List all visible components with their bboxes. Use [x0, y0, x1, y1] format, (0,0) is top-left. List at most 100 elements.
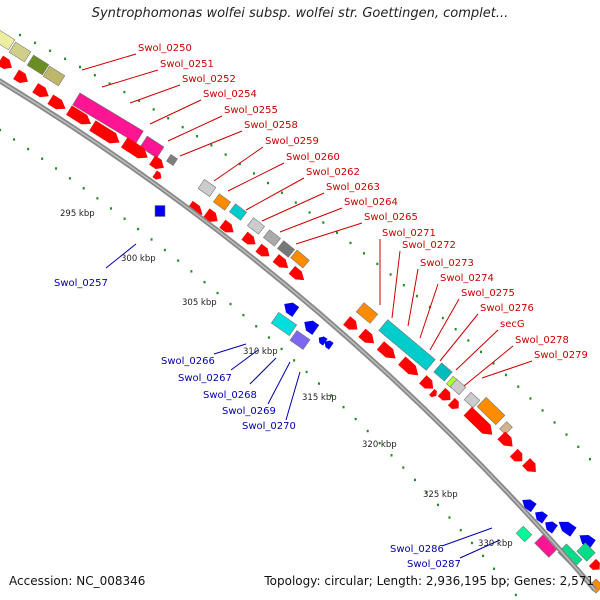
tick-dot	[553, 421, 556, 424]
cds-arrow-forward	[219, 219, 234, 233]
cds-arrow-forward	[120, 137, 148, 159]
tick-dot	[517, 385, 520, 388]
leader-forward	[227, 162, 285, 192]
gene-label-forward[interactable]: secG	[500, 319, 525, 330]
tick-dot	[224, 153, 227, 156]
cds-block-reverse	[515, 525, 533, 543]
gene-label-forward[interactable]: Swol_0265	[364, 212, 418, 223]
tick-dot	[482, 554, 485, 558]
scale-label: 300 kbp	[121, 254, 156, 264]
gene-label-forward[interactable]: Swol_0251	[160, 59, 214, 70]
cds-arrow-forward	[429, 389, 437, 398]
cds-arrow-forward	[32, 83, 49, 98]
gene-label-forward[interactable]: Swol_0260	[286, 152, 340, 163]
gene-label-reverse[interactable]: Swol_0267	[178, 373, 232, 384]
leader-forward	[439, 313, 479, 362]
gene-label-forward[interactable]: Swol_0276	[480, 303, 534, 314]
gene-label-forward[interactable]: Swol_0263	[326, 182, 380, 193]
gene-label-reverse[interactable]: Swol_0270	[242, 421, 296, 432]
cds-arrow-reverse	[558, 521, 577, 537]
leader-reverse	[441, 527, 493, 547]
tick-dot	[514, 593, 517, 597]
cds-block	[378, 319, 436, 371]
tick-dot	[181, 125, 184, 129]
leader-forward	[149, 99, 202, 125]
tick-dot	[467, 339, 470, 342]
gene-label-reverse[interactable]: Swol_0266	[161, 356, 215, 367]
map-title: Syntrophomonas wolfei subsp. wolfei str.…	[91, 6, 509, 21]
gene-label-reverse[interactable]: Swol_0257	[54, 278, 108, 289]
leader-forward	[129, 84, 181, 104]
tick-dot	[541, 409, 544, 412]
tick-dot	[318, 382, 321, 385]
tick-dot	[55, 167, 58, 170]
tick-dot	[349, 241, 352, 245]
cds-arrow-forward	[437, 387, 451, 401]
gene-label-reverse[interactable]: Swol_0286	[390, 544, 444, 555]
tick-dot	[34, 41, 37, 45]
leader-forward	[429, 298, 460, 351]
tick-dot	[210, 144, 213, 147]
gene-label-forward[interactable]: Swol_0252	[182, 74, 236, 85]
tick-dot	[437, 503, 440, 507]
tick-dot	[402, 283, 405, 287]
gene-label-forward[interactable]: Swol_0278	[515, 335, 569, 346]
tick-dot	[504, 580, 507, 584]
gene-label-forward[interactable]: Swol_0254	[203, 89, 257, 100]
tick-dot	[137, 227, 140, 231]
gene-label-forward[interactable]: Swol_0279	[534, 350, 588, 361]
gene-label-reverse[interactable]: Swol_0269	[222, 406, 276, 417]
tick-dot	[529, 397, 532, 400]
cds-block	[246, 217, 266, 235]
leader-forward	[213, 146, 264, 182]
cds-arrow-forward	[509, 448, 523, 462]
tick-dot	[163, 248, 166, 252]
cds-block-reverse	[289, 330, 311, 350]
cds-arrow-forward	[398, 356, 419, 376]
gene-label-forward[interactable]: Swol_0262	[306, 167, 360, 178]
cds-block	[355, 302, 379, 324]
gene-label-forward[interactable]: Swol_0264	[344, 197, 398, 208]
cds-block	[166, 154, 178, 166]
gene-label-forward[interactable]: Swol_0259	[265, 136, 319, 147]
tick-dot	[68, 177, 71, 180]
gene-label-forward[interactable]: Swol_0271	[382, 228, 436, 239]
gene-label-reverse[interactable]: Swol_0287	[407, 559, 461, 570]
gene-label-forward[interactable]: Swol_0275	[461, 288, 515, 299]
cds-arrow-reverse	[545, 521, 558, 534]
cds-arrow-forward	[343, 316, 358, 330]
cds-arrow-forward	[358, 328, 375, 344]
tick-dot	[216, 291, 219, 295]
gene-label-forward[interactable]: Swol_0272	[402, 240, 456, 251]
tick-dot	[64, 57, 67, 61]
gene-label-reverse[interactable]: Swol_0268	[203, 390, 257, 401]
gene-label-forward[interactable]: Swol_0250	[138, 43, 192, 54]
cds-block	[26, 54, 50, 76]
tick-dot	[454, 327, 457, 331]
leader-reverse	[213, 343, 247, 355]
cds-arrow-reverse	[579, 535, 596, 550]
gene-labels[interactable]: Swol_0250Swol_0251Swol_0252Swol_0254Swol…	[54, 43, 588, 570]
cds-arrow-forward	[497, 431, 513, 447]
gene-label-forward[interactable]: Swol_0258	[244, 120, 298, 131]
cds-arrow-forward	[47, 94, 66, 110]
tick-dot	[79, 65, 82, 69]
cds-arrow-forward	[241, 231, 256, 245]
scale-label: 325 kbp	[423, 490, 458, 500]
leader-reverse	[230, 349, 259, 371]
gene-label-forward[interactable]: Swol_0255	[224, 105, 278, 116]
cds-block	[228, 203, 248, 221]
gene-label-forward[interactable]: Swol_0274	[440, 273, 494, 284]
cds-block	[262, 229, 282, 247]
cds-arrow-forward	[376, 341, 396, 359]
tick-dot	[238, 162, 241, 166]
leader-reverse	[105, 243, 137, 269]
cds-arrow-forward	[463, 406, 493, 435]
tick-dot	[0, 128, 1, 132]
feature-track[interactable]	[0, 29, 600, 594]
leader-forward	[81, 53, 137, 71]
tick-dot	[41, 157, 44, 160]
gene-label-forward[interactable]: Swol_0273	[420, 258, 474, 269]
tick-dot	[229, 302, 232, 306]
